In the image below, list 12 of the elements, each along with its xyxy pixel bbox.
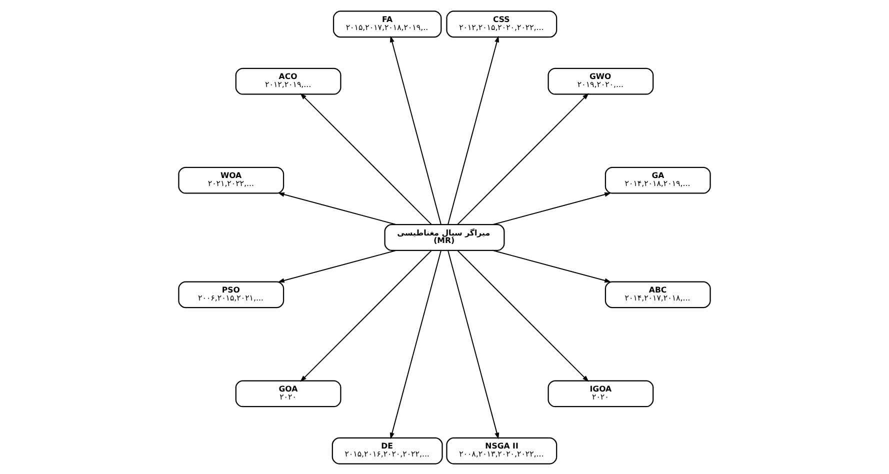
arrow (492, 249, 612, 282)
arrow (457, 92, 589, 224)
arrow (300, 250, 432, 382)
arrow (390, 250, 442, 439)
arrow (448, 250, 500, 439)
arrow (278, 192, 396, 225)
arrow (448, 35, 500, 224)
arrow (457, 250, 589, 382)
arrow (492, 192, 612, 225)
arrow (390, 35, 442, 224)
arrow (300, 92, 432, 224)
arrow (278, 249, 396, 282)
